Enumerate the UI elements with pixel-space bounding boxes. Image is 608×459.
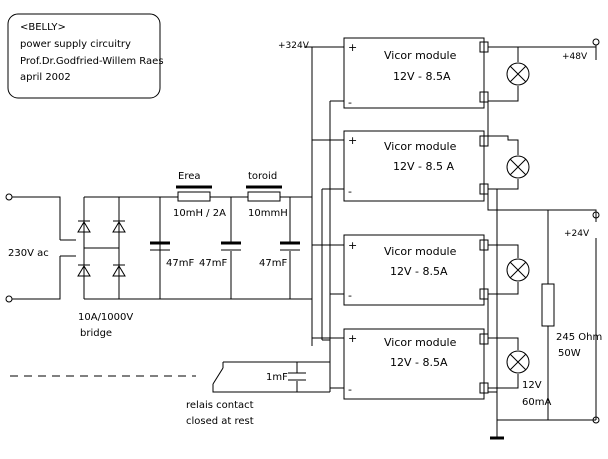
module-4-minus: - [348,383,352,396]
module-3-name: Vicor module [384,245,457,258]
title-line-3: Prof.Dr.Godfried-Willem Raes [20,56,164,67]
out-48v-label: +48V [562,52,588,62]
output-24v: +24V [564,211,600,424]
relay-contact: relais contact closed at rest [10,361,330,427]
terminal-24v [592,211,600,219]
cap-3-value: 47mF [259,258,287,269]
vicor-module-2: Vicor module 12V - 8.5 A + - [343,130,489,202]
module-4-plus: + [348,332,357,345]
ac-input: 230V ac [5,193,61,303]
title-line-1: <BELLY> [20,22,66,33]
relay-label-2: closed at rest [186,416,254,427]
cap-2-value: 47mF [199,258,227,269]
module-1-name: Vicor module [384,49,457,62]
relay-label-1: relais contact [186,400,254,411]
resistor-245ohm: 245 Ohm 50W [541,283,602,359]
capacitor-3: 47mF [259,197,300,299]
terminal-48v [592,38,600,46]
bridge-rating: 10A/1000V [78,312,133,323]
output-48v: +48V [562,38,600,62]
cap-1-value: 47mF [166,258,194,269]
module-3-minus: - [348,289,352,302]
title-line-4: april 2002 [20,72,71,83]
module-1-plus: + [348,41,357,54]
lamp-1 [506,62,530,86]
cap-1mf-value: 1mF [266,372,288,383]
inductor-toroid: toroid 10mmH [246,171,288,219]
module-1-rating: 12V - 8.5A [393,70,451,83]
toroid-name: toroid [248,171,277,182]
module-2-rating: 12V - 8.5 A [393,160,454,173]
resistor-value: 245 Ohm [556,332,602,343]
vicor-module-4: Vicor module 12V - 8.5A + - [343,328,489,400]
bridge-rectifier: 10A/1000V bridge [60,196,160,339]
module-3-plus: + [348,239,357,252]
title-box [7,13,161,99]
module-4-rating: 12V - 8.5A [390,356,448,369]
lamp-3 [506,258,530,282]
lamp-4 [506,350,530,374]
module-2-minus: - [348,185,352,198]
out-24v-label: +24V [564,229,590,239]
inductor-erea-name: Erea [178,171,201,182]
inductor-erea-value: 10mH / 2A [173,208,226,219]
lamp-2 [506,155,530,179]
module-2-name: Vicor module [384,140,457,153]
toroid-value: 10mmH [248,208,288,219]
module-2-plus: + [348,134,357,147]
module-1-minus: - [348,96,352,109]
ac-input-label: 230V ac [8,248,49,259]
lamp-voltage: 12V [522,380,542,391]
vicor-module-3: Vicor module 12V - 8.5A + - [343,234,489,306]
vicor-module-1: Vicor module 12V - 8.5A + - [343,37,489,109]
title-line-2: power supply circuitry [20,39,131,50]
capacitor-1: 47mF [150,197,194,299]
module-3-rating: 12V - 8.5A [390,265,448,278]
capacitor-2: 47mF [199,197,241,299]
module-4-name: Vicor module [384,336,457,349]
ac-terminal-bottom [5,295,13,303]
terminal-gnd [592,416,600,424]
rail-324v-label: +324V [278,41,310,51]
inductor-erea: Erea 10mH / 2A [173,171,226,219]
ac-terminal-top [5,193,13,201]
resistor-power: 50W [558,348,581,359]
bridge-name: bridge [80,328,112,339]
capacitor-1mf: 1mF [266,362,306,392]
lamp-current: 60mA [522,397,551,408]
